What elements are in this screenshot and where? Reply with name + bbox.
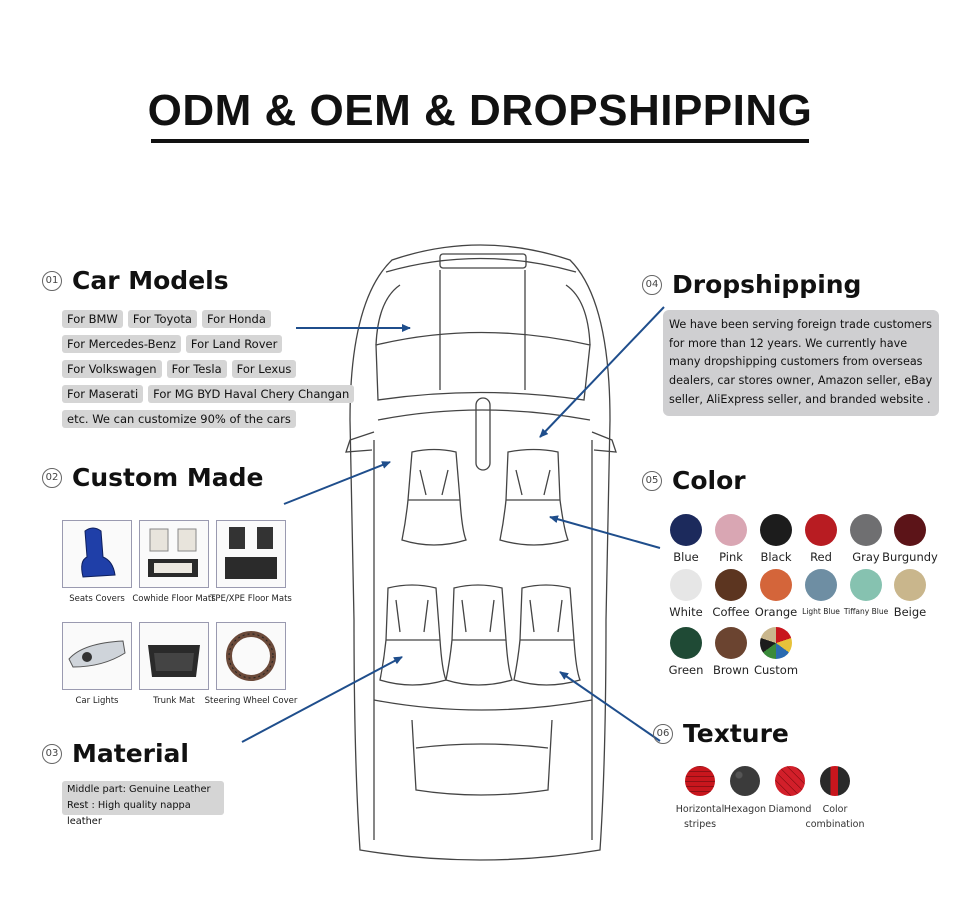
section-title: Car Models	[72, 266, 229, 295]
color-swatch	[894, 569, 926, 601]
dropshipping-description: We have been serving foreign trade custo…	[663, 310, 939, 416]
color-label: Black	[760, 550, 792, 564]
product-label: Cowhide Floor Mats	[132, 594, 216, 604]
section-number: 04	[642, 274, 662, 295]
product-label: Car Lights	[75, 696, 119, 706]
car-outline	[345, 244, 617, 861]
color-label: Pink	[719, 550, 743, 564]
seat-cover-image	[62, 520, 132, 588]
car-model-tag: For Maserati	[62, 385, 144, 403]
texture-swatch	[775, 766, 805, 796]
texture-swatch	[685, 766, 715, 796]
material-line: Middle part: Genuine Leather	[67, 784, 211, 795]
cowhide-floor-mat-image	[139, 520, 209, 588]
section-number: 02	[42, 467, 62, 488]
color-swatch	[715, 627, 747, 659]
title-underline	[151, 139, 809, 143]
trunk-mat-image	[139, 622, 209, 690]
car-model-tag: For Tesla	[166, 360, 227, 378]
color-label: Custom	[753, 663, 799, 677]
color-label: Red	[810, 550, 832, 564]
texture-swatch	[820, 766, 850, 796]
color-swatch	[760, 514, 792, 546]
texture-label: Color combination	[805, 804, 865, 830]
color-swatch	[715, 569, 747, 601]
color-swatch	[850, 514, 882, 546]
section-number: 05	[642, 470, 662, 491]
custom-made-header: 02 Custom Made	[42, 463, 264, 492]
color-label: Tiffany Blue	[843, 607, 889, 616]
car-model-tag: For Mercedes-Benz	[62, 335, 181, 353]
color-label: Coffee	[712, 605, 750, 619]
color-swatch	[760, 627, 792, 659]
car-model-tag: For Toyota	[127, 310, 197, 328]
dropshipping-header: 04 Dropshipping	[642, 270, 861, 299]
material-line: Rest : High quality nappa leather	[67, 800, 191, 827]
section-number: 06	[653, 723, 673, 744]
product-label: Trunk Mat	[153, 696, 195, 706]
page-title: ODM & OEM & DROPSHIPPING	[147, 86, 813, 135]
texture-header: 06 Texture	[653, 719, 789, 748]
color-label: Green	[668, 663, 704, 677]
section-title: Material	[72, 739, 189, 768]
car-model-tag: For Land Rover	[185, 335, 283, 353]
car-model-tag: For Volkswagen	[62, 360, 162, 378]
product-label: TPE/XPE Floor Mats	[210, 594, 292, 604]
color-label: Beige	[893, 605, 927, 619]
section-title: Dropshipping	[672, 270, 862, 299]
color-label: White	[669, 605, 703, 619]
color-swatch	[670, 569, 702, 601]
section-number: 01	[42, 270, 62, 291]
section-title: Color	[672, 466, 746, 495]
color-swatch	[850, 569, 882, 601]
product-label: Steering Wheel Cover	[204, 696, 298, 706]
material-description: Middle part: Genuine Leather Rest : High…	[62, 781, 224, 827]
car-light-image	[62, 622, 132, 690]
car-model-tag: For Lexus	[231, 360, 297, 378]
color-swatch	[760, 569, 792, 601]
section-title: Texture	[683, 719, 789, 748]
color-swatch	[805, 514, 837, 546]
color-label: Blue	[673, 550, 699, 564]
section-title: Custom Made	[72, 463, 264, 492]
texture-label: Diamond	[768, 804, 812, 815]
product-label: Seats Covers	[69, 594, 125, 604]
steering-wheel-cover-image	[216, 622, 286, 690]
color-label: Burgundy	[882, 550, 938, 564]
color-label: Brown	[712, 663, 750, 677]
color-swatch	[715, 514, 747, 546]
tpe-floor-mat-image	[216, 520, 286, 588]
car-models-header: 01 Car Models	[42, 266, 229, 295]
texture-label: Hexagon	[723, 804, 767, 815]
color-label: Light Blue	[802, 607, 840, 616]
car-model-tag: For BMW	[62, 310, 123, 328]
material-header: 03 Material	[42, 739, 189, 768]
tag-row: etc. We can customize 90% of the cars	[62, 408, 362, 433]
color-swatch	[894, 514, 926, 546]
color-label: Orange	[754, 605, 798, 619]
car-model-tag: etc. We can customize 90% of the cars	[62, 410, 296, 428]
color-swatch	[670, 627, 702, 659]
color-label: Gray	[852, 550, 880, 564]
texture-label: Horizontal stripes	[675, 804, 725, 830]
section-number: 03	[42, 743, 62, 764]
texture-swatch	[730, 766, 760, 796]
color-swatch	[670, 514, 702, 546]
car-model-tag: For Honda	[201, 310, 271, 328]
color-swatch	[805, 569, 837, 601]
pointer-arrows	[241, 306, 665, 743]
car-model-tag: For MG BYD Haval Chery Changan	[148, 385, 355, 403]
color-header: 05 Color	[642, 466, 746, 495]
